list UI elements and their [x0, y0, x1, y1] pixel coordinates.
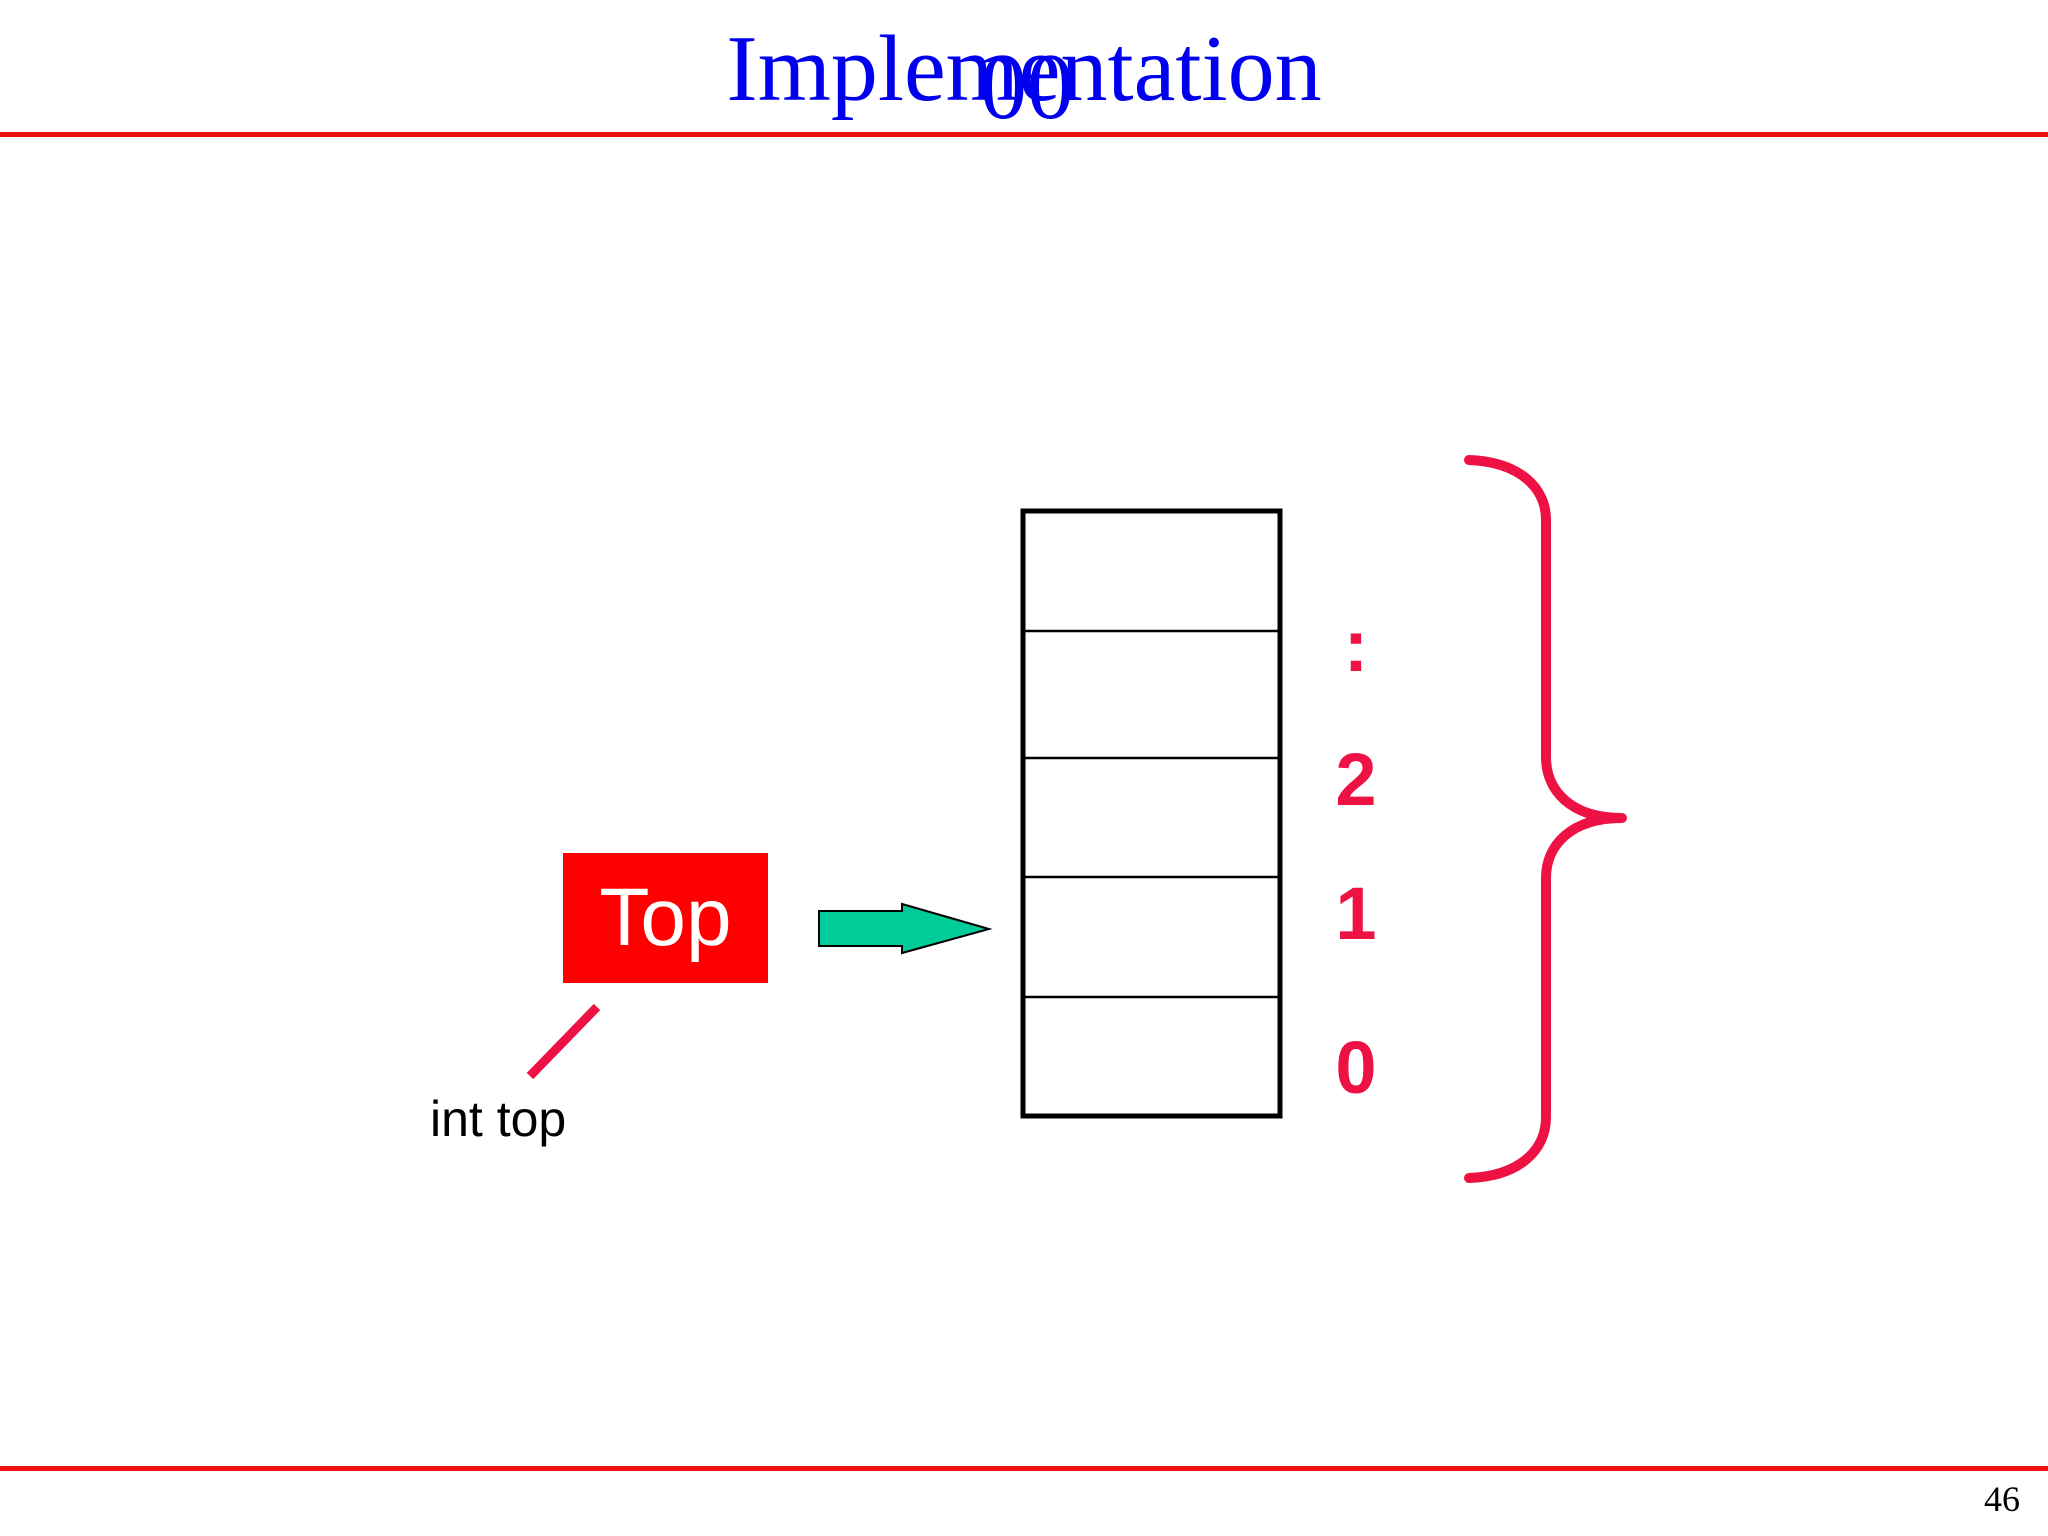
- title-overlay-text: 00: [980, 35, 1074, 139]
- variable-label: int top: [430, 1091, 567, 1147]
- page-number: 46: [1984, 1479, 2020, 1519]
- top-pointer-box: Top: [563, 853, 768, 983]
- pointer-arrow: [818, 902, 993, 955]
- top-divider: [0, 132, 2048, 137]
- slide-title: Implementation: [726, 17, 1322, 121]
- index-label-2: 2: [1335, 738, 1377, 821]
- index-label-1: 1: [1335, 872, 1377, 955]
- bottom-divider: [0, 1466, 2048, 1471]
- curly-brace: [1464, 455, 1627, 1183]
- index-label-0: 0: [1335, 1026, 1377, 1109]
- index-label-ellipsis: :: [1343, 604, 1369, 687]
- stack-array: [1020, 508, 1283, 1119]
- variable-connector-line: [526, 1003, 601, 1080]
